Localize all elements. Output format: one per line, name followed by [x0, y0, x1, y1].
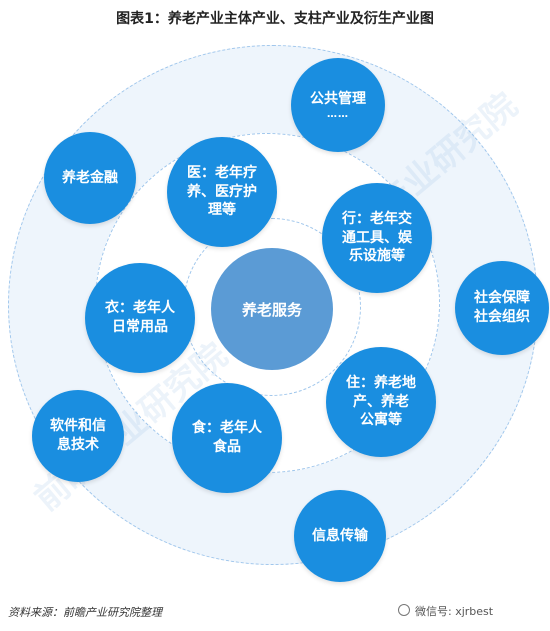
node-line: 住：养老地	[346, 374, 416, 391]
node-line: 养、医疗护	[187, 183, 257, 200]
node-line: 乐设施等	[349, 248, 405, 265]
node-line: 公共管理	[310, 90, 366, 107]
node-line: 医：老年疗	[187, 164, 257, 181]
outer-node-finance: 养老金融	[44, 132, 136, 224]
inner-node-medical: 医：老年疗 养、医疗护 理等	[167, 137, 277, 247]
node-line: 息技术	[57, 437, 99, 453]
diagram-title: 图表1：养老产业主体产业、支柱产业及衍生产业图	[116, 11, 434, 27]
node-line: 行：老年交	[342, 210, 412, 227]
node-line: 日常用品	[112, 319, 168, 335]
inner-node-transport: 行：老年交 通工具、娱 乐设施等	[322, 183, 432, 293]
node-line: 养老金融	[62, 169, 118, 186]
outer-node-public-admin: 公共管理 ……	[291, 58, 385, 152]
outer-node-info-transmission: 信息传输	[294, 490, 386, 582]
credit-note: 微信号: xjrbest	[415, 605, 494, 618]
wechat-icon	[398, 604, 410, 616]
node-line: 社会组织	[474, 309, 530, 325]
node-line: 理等	[208, 202, 236, 219]
outer-node-software: 软件和信 息技术	[32, 390, 124, 482]
outer-node-social: 社会保障 社会组织	[455, 261, 549, 355]
node-line: 公寓等	[360, 412, 402, 429]
node-line: 食品	[213, 439, 241, 455]
inner-node-housing: 住：养老地 产、养老 公寓等	[326, 347, 436, 457]
inner-node-clothing: 衣：老年人 日常用品	[85, 263, 195, 373]
node-line: 软件和信	[50, 418, 106, 435]
core-node: 养老服务	[211, 248, 333, 370]
source-note: 资料来源：前瞻产业研究院整理	[8, 606, 162, 619]
node-ellipsis: ……	[327, 109, 349, 121]
node-line: 信息传输	[312, 527, 368, 544]
node-line: 社会保障	[474, 290, 530, 307]
node-line: 产、养老	[353, 393, 409, 410]
node-line: 衣：老年人	[105, 300, 175, 317]
node-line: 通工具、娱	[342, 229, 412, 246]
node-line: 食：老年人	[192, 420, 262, 437]
inner-node-food: 食：老年人 食品	[172, 383, 282, 493]
